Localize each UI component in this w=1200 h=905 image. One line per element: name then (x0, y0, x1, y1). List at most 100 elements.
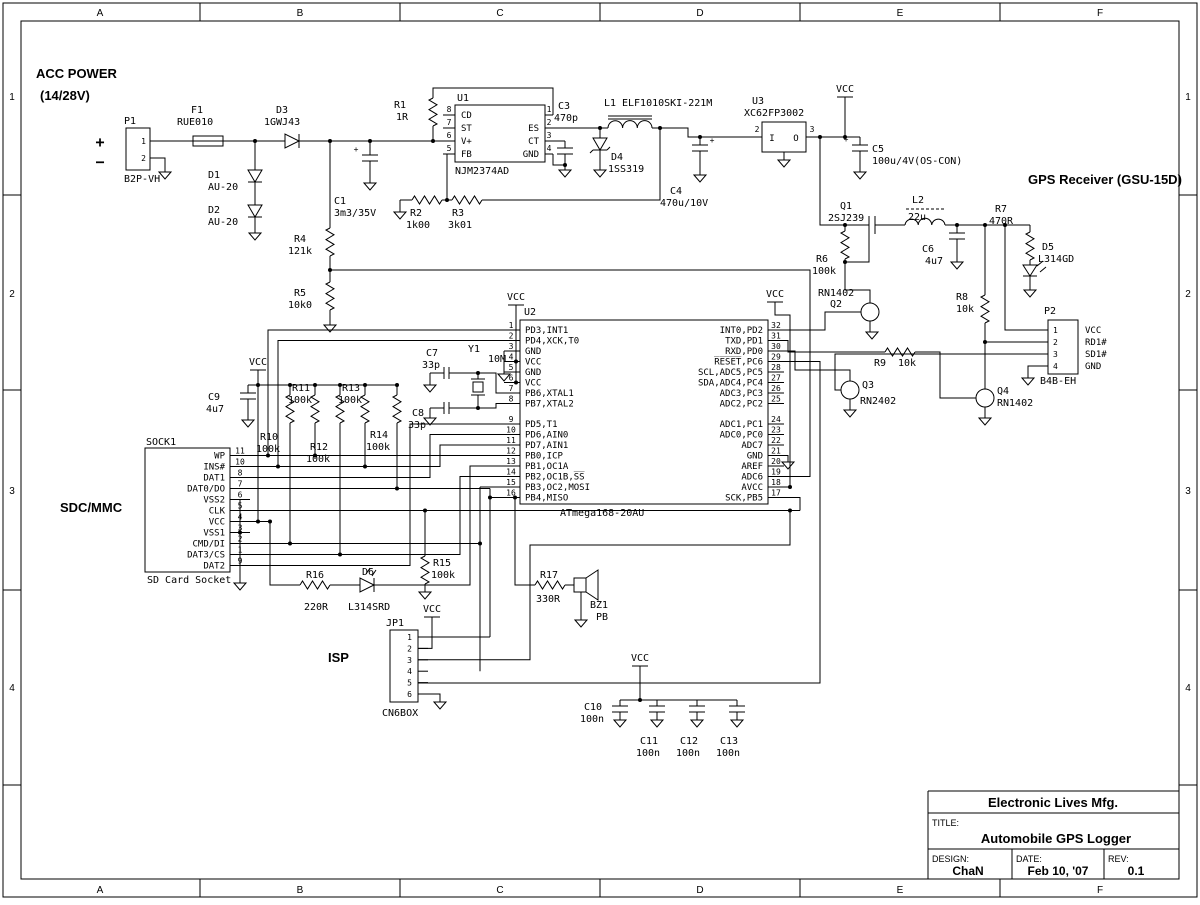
pin-label: ADC3,PC3 (720, 389, 763, 399)
pin-number: 4 (238, 513, 243, 522)
date-label: DATE: (1016, 854, 1042, 864)
ref-C12: C12 (680, 736, 698, 747)
junction-dot (1003, 223, 1007, 227)
ground-icon (1020, 377, 1036, 386)
p2-box (1047, 319, 1079, 375)
ref-JP1: JP1 (386, 618, 404, 629)
ref-P1: P1 (124, 116, 136, 127)
junction-dot (268, 519, 272, 524)
val-R4: 121k (288, 246, 312, 257)
val-Q3: RN2402 (860, 396, 896, 407)
capacitor-icon (612, 705, 628, 713)
junction-dot (698, 135, 702, 139)
pin-number: D (696, 885, 703, 896)
junction-dot (658, 126, 662, 130)
pin-label: TXD,PD1 (725, 337, 763, 347)
ref-R4: R4 (294, 234, 306, 245)
pin-number: 3 (9, 486, 15, 497)
ref-D2: D2 (208, 205, 220, 216)
resistor-icon (391, 394, 403, 424)
pin-number: 29 (771, 353, 781, 362)
ground-icon (592, 169, 608, 178)
pin-number: E (897, 885, 904, 896)
junction-dot (363, 383, 367, 387)
battery-plus: + (95, 133, 104, 151)
pin-label: VCC (525, 358, 541, 368)
junction-dot (445, 198, 449, 202)
pin-number: B (297, 885, 304, 896)
pin-label: ADC6 (741, 473, 763, 483)
ref-C8: C8 (412, 408, 424, 419)
pin-number: 1 (1053, 326, 1058, 335)
ref-SOCK1: SOCK1 (146, 437, 176, 448)
isp-title: ISP (328, 650, 349, 665)
ref-C4: C4 (670, 186, 682, 197)
pin-label: SDA,ADC4,PC4 (698, 379, 763, 389)
pin-number: 25 (771, 395, 781, 404)
ref-L1: L1 (604, 98, 616, 109)
pin-number: 19 (771, 468, 781, 477)
val-R9: 10k (898, 358, 916, 369)
pin-number: 8 (447, 105, 452, 114)
ref-R17: R17 (540, 570, 558, 581)
ground-icon (776, 159, 792, 168)
val-R11: 100k (288, 395, 312, 406)
pin-number: 3 (547, 131, 552, 140)
ground-icon (573, 619, 589, 628)
q4-symbol (975, 388, 995, 408)
pin-label: PD3,INT1 (525, 326, 568, 336)
junction-dot (478, 541, 482, 546)
vcc-label-6: VCC (631, 653, 649, 664)
ref-R15: R15 (433, 558, 451, 569)
pin-number: 3 (509, 342, 514, 351)
val-F1: RUE010 (177, 117, 213, 128)
resistor-icon (359, 394, 371, 424)
ground-icon (864, 331, 880, 340)
pin-label: CMD/DI (192, 540, 225, 550)
pin-label: SCL,ADC5,PC5 (698, 368, 763, 378)
pin-label: SCK,PB5 (725, 494, 763, 504)
pin-number: 4 (9, 683, 15, 694)
pin-label: PD7,AIN1 (525, 441, 568, 451)
ref-C10: C10 (584, 702, 602, 713)
pin-number: 4 (547, 144, 552, 153)
val-R8: 10k (956, 304, 974, 315)
junction-dot (256, 383, 260, 387)
junction-dot (266, 453, 270, 458)
pin-label: PB2,OC1B,S̅S̅ (525, 471, 585, 483)
pin-number: 8 (238, 469, 243, 478)
gps-receiver-title: GPS Receiver (GSU-15D) (1028, 172, 1182, 187)
pin-number: B (297, 8, 304, 19)
pin-number: VCC (1085, 326, 1101, 336)
pin-number: 2 (509, 332, 514, 341)
pin-label: INS# (203, 463, 225, 473)
jp1-box (389, 629, 419, 703)
junction-dot (313, 383, 317, 387)
p1-pin1: 1 (141, 137, 146, 146)
pin-label: ADC0,PC0 (720, 431, 763, 441)
pin-number: 7 (447, 118, 452, 127)
acc-power-voltage: (14/28V) (40, 88, 90, 103)
pin-number: 4 (509, 353, 514, 362)
junction-dot (843, 260, 847, 264)
junction-dot (338, 552, 342, 557)
pin-label: PD6,AIN0 (525, 431, 568, 441)
ref-R11: R11 (292, 383, 310, 394)
p1-box (125, 127, 151, 171)
pin-number: 6 (447, 131, 452, 140)
resistor-icon (839, 230, 851, 260)
val-C5: 100u/4V(OS-CON) (872, 156, 962, 167)
ref-C11: C11 (640, 736, 658, 747)
u3-out-pin: 3 (810, 125, 815, 134)
pin-label: GND (523, 150, 539, 160)
val-D1: AU-20 (208, 182, 238, 193)
ground-icon (496, 373, 512, 382)
val-R14: 100k (366, 442, 390, 453)
ground-icon (322, 324, 338, 333)
vcc-label-4: VCC (249, 357, 267, 368)
pin-number: 22 (771, 436, 781, 445)
